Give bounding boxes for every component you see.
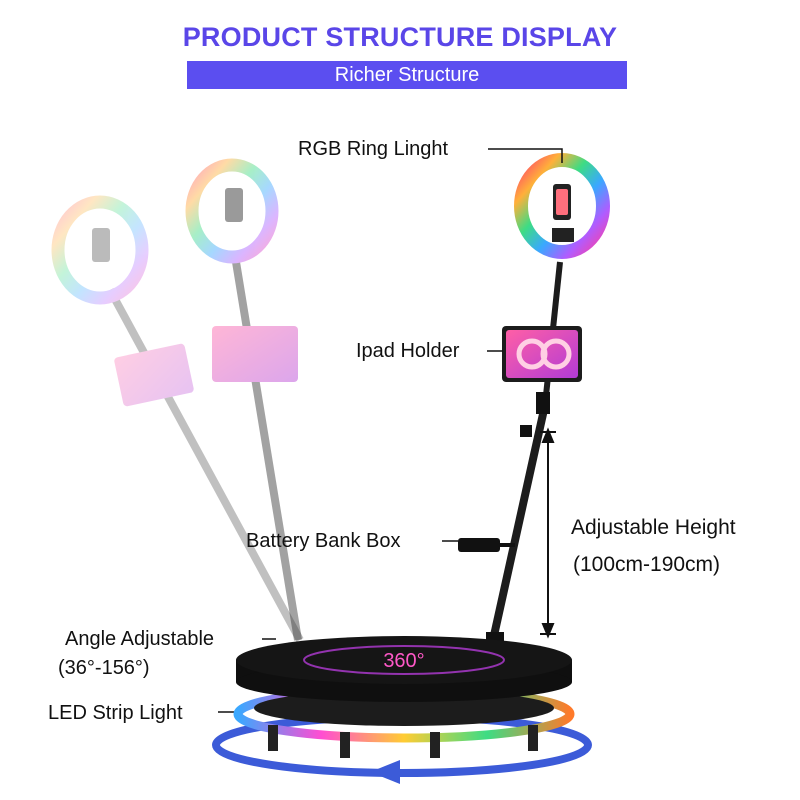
label-angle: Angle Adjustable [65, 628, 215, 650]
label-height-range: (100cm-190cm) [573, 553, 721, 576]
label-angle-range: (36°-156°) [58, 657, 150, 679]
battery-bank-box [458, 538, 500, 552]
ghost-stand-far [51, 195, 304, 642]
label-led-strip: LED Strip Light [48, 702, 183, 724]
platform-base: 360° [212, 636, 592, 784]
platform-top [236, 636, 572, 684]
page-title: PRODUCT STRUCTURE DISPLAY [182, 22, 618, 52]
height-dimension [540, 427, 556, 639]
platform-logo: 360° [383, 650, 424, 672]
ghost-stand-mid [185, 158, 302, 641]
label-ipad-holder: Ipad Holder [356, 340, 460, 362]
label-ring-light: RGB Ring Linght [298, 138, 449, 160]
label-battery-box: Battery Bank Box [246, 530, 401, 552]
label-height: Adjustable Height [571, 516, 736, 539]
subtitle-banner: Richer Structure [187, 61, 627, 89]
